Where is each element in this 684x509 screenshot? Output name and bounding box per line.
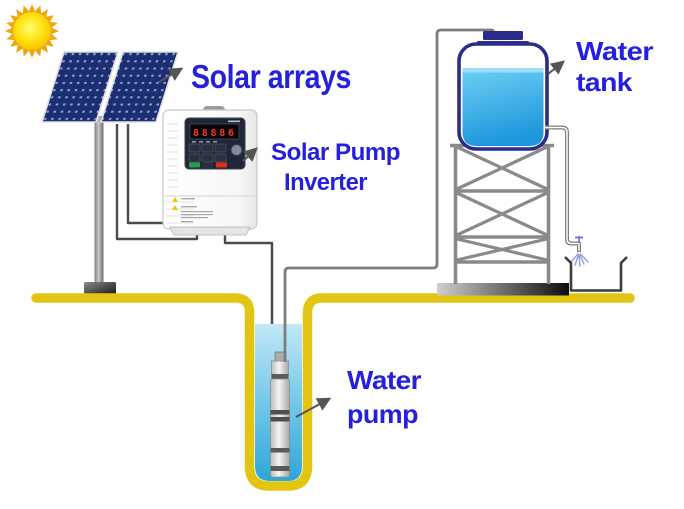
pump-power-cable [223, 233, 274, 360]
inverter-label-line2: Inverter [284, 169, 367, 196]
solar-pump-inverter-device: 88886 [162, 106, 258, 236]
water-tank-label-line2: tank [576, 67, 633, 97]
inverter-led-display: 88886 [193, 128, 235, 139]
inverter-control-panel: 88886 [184, 117, 246, 170]
ground-and-well-outline [31, 293, 635, 491]
tank-outlet-pipe [545, 125, 581, 252]
sun-icon [5, 4, 59, 58]
water-tank [457, 31, 549, 151]
water-pump-arrow [295, 397, 332, 418]
water-pump-device [270, 351, 290, 478]
inverter-caution-labels [172, 197, 213, 223]
solar-array [40, 51, 180, 123]
water-tank-label-line1: Water [576, 36, 653, 66]
bucket [564, 256, 628, 292]
inverter-label-line1: Solar Pump [271, 139, 400, 166]
tank-stand-tower [450, 143, 554, 284]
solar-panel-left [40, 51, 120, 123]
callout-arrows [158, 60, 566, 418]
solar-arrays-arrow [158, 67, 184, 83]
water-spray [569, 253, 589, 267]
riser-pipe [283, 28, 496, 362]
inverter-knob [230, 144, 243, 156]
tower-concrete-pad [437, 283, 569, 296]
solar-panel-pole [94, 116, 104, 283]
water-pump-label-line1: Water [347, 365, 421, 395]
water-tank-arrow [547, 60, 566, 75]
tap-icon [575, 236, 583, 243]
solar-panel-right [99, 51, 180, 123]
solar-panel-pole-base [84, 282, 116, 295]
inverter-arrow [242, 147, 258, 162]
solar-arrays-label: Solar arrays [191, 58, 351, 95]
water-pump-label-line2: pump [347, 399, 418, 429]
